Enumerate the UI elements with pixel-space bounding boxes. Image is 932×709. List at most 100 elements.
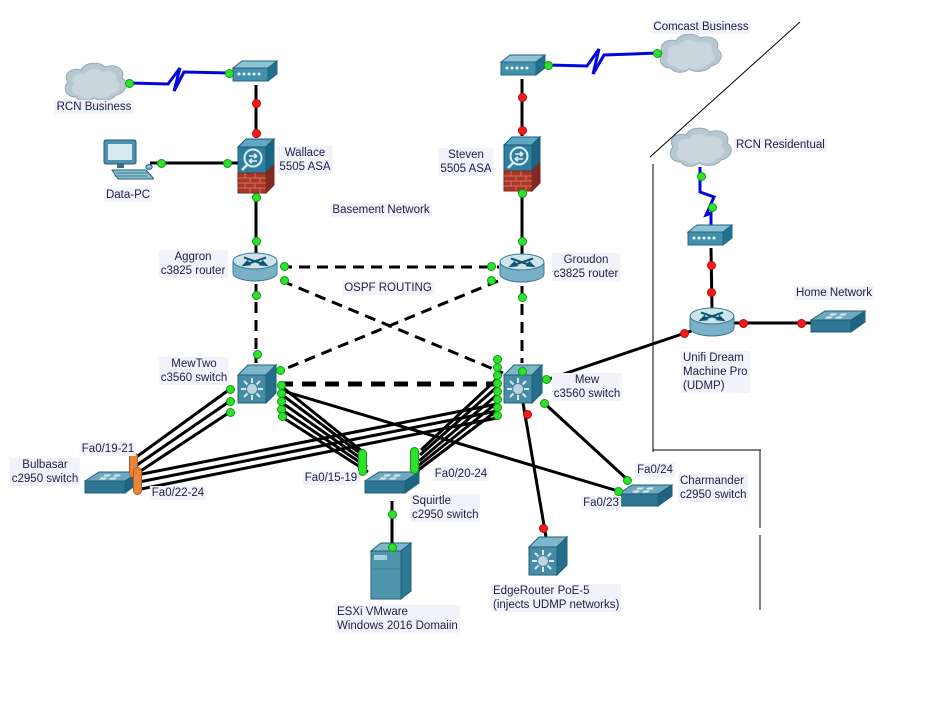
mew-charmander-fa24-cable[interactable] [541, 400, 631, 483]
mewtwo-squirtle-2-cable[interactable] [280, 392, 366, 459]
wallace-asa[interactable] [236, 136, 276, 199]
cable-modem-2[interactable] [498, 53, 547, 84]
aggron-mew-ospf-cable[interactable] [281, 279, 504, 375]
cloud-icon [659, 33, 722, 73]
basement-network-label: Basement Network [330, 203, 432, 217]
mewtwo-squirtle-3-cable[interactable] [280, 400, 367, 464]
udmp-router-label-line: Machine Pro [683, 366, 748, 378]
port-group-status-up [357, 449, 367, 476]
home-network-switch-label-line: Home Network [795, 287, 873, 299]
link-status-light-down [538, 523, 548, 533]
aggron-router-label-line: c3825 router [160, 265, 226, 277]
link-status-light-up [543, 60, 553, 70]
bulbasar-mew-3-cable[interactable] [140, 416, 498, 491]
sw2950-icon [363, 471, 421, 494]
cable-modem-1[interactable] [230, 59, 279, 90]
modem3-udmp-cable[interactable] [709, 247, 714, 310]
mewtwo-squirtle-4-cable[interactable] [281, 408, 368, 469]
mewtwo-switch[interactable] [236, 363, 278, 409]
link-status-light-up [279, 275, 289, 285]
link-status-light-up [517, 292, 527, 302]
rcn-residential-cloud-label-line: RCN Residentual [736, 139, 825, 151]
sw3560-icon [236, 363, 278, 405]
mew-squirtle-5-cable[interactable] [416, 407, 500, 473]
mew-udmp-cable[interactable] [542, 328, 695, 383]
esxi-server-label-line: ESXi VMware [337, 606, 408, 618]
link-status-light-up [275, 365, 285, 375]
cloud-icon [669, 127, 732, 167]
esxi-server[interactable] [369, 541, 413, 605]
link-status-light-up [251, 290, 261, 300]
bulbasar-switch[interactable] [83, 470, 141, 501]
bulbasar-mewtwo-1-cable[interactable] [134, 387, 231, 460]
squirtle-switch[interactable] [363, 470, 421, 501]
link-status-light-up [124, 78, 134, 88]
modem2-comcast-cable[interactable] [547, 48, 659, 75]
steven-asa[interactable] [502, 134, 542, 197]
pc-icon [103, 139, 156, 180]
cloud-icon [64, 62, 127, 102]
udmp-router[interactable] [689, 307, 735, 342]
link-status-light-up [652, 48, 662, 58]
mewtwo-squirtle-5-cable[interactable] [281, 415, 369, 474]
mew-squirtle-2-cable[interactable] [419, 384, 499, 457]
rcn-business-cloud[interactable] [59, 58, 131, 111]
bulbasar-mewtwo-3-cable[interactable] [138, 410, 231, 474]
port-group-status-blocked [132, 467, 142, 495]
home-network-switch-label: Home Network [793, 286, 875, 300]
comcast-business-cloud[interactable] [654, 29, 726, 82]
link-status-light-up [517, 366, 527, 376]
modem-icon [499, 53, 547, 77]
link-status-light-up [492, 410, 502, 420]
udmp-router-label-line: Unifi Dream [683, 352, 744, 364]
wallace-asa-label-line: 5505 ASA [279, 161, 331, 173]
comcast-business-cloud-label: Comcast Business [651, 20, 751, 34]
edgerouter-poe5-label-line: (injects UDMP networks) [493, 599, 620, 611]
bulbasar-mew-2-cable[interactable] [138, 409, 498, 484]
link-status-light-up [486, 261, 496, 271]
link-status-light-up [622, 475, 632, 485]
charmander-switch-label-line: Charmander [680, 475, 744, 487]
router-icon [689, 307, 735, 337]
link-status-light-down [679, 328, 689, 338]
charmander-switch-label-line: c2950 switch [680, 489, 747, 501]
comcast-business-cloud-label-line: Comcast Business [653, 21, 749, 33]
link-status-light-up [517, 236, 527, 246]
edgerouter-poe5-label-line: EdgeRouter PoE-5 [493, 585, 590, 597]
groudon-router-label-line: c3825 router [553, 268, 619, 280]
bulbasar-mewtwo-2-cable[interactable] [136, 399, 231, 467]
groudon-mewtwo-ospf-cable[interactable] [279, 279, 499, 373]
rcnbusiness-modem1-cable[interactable] [128, 67, 231, 92]
link-status-light-down [522, 409, 532, 419]
squirtle-switch-label-line: Squirtle [412, 495, 451, 507]
mew-squirtle-1-cable[interactable] [419, 376, 500, 452]
link-status-light-up [224, 68, 234, 78]
mew-edgerouter-cable[interactable] [521, 402, 548, 538]
link-status-light-up [277, 411, 287, 421]
data-pc[interactable] [102, 139, 156, 188]
aggron-router[interactable] [232, 252, 278, 287]
mew-squirtle-4-cable[interactable] [417, 400, 499, 468]
edgerouter-poe5[interactable] [527, 535, 569, 581]
charmander-switch[interactable] [616, 483, 674, 514]
mew-squirtle-3-cable[interactable] [418, 392, 499, 463]
link-status-light-up [251, 192, 261, 202]
sw2950-icon [616, 484, 674, 507]
groudon-router[interactable] [499, 253, 545, 288]
link-status-light-up [517, 188, 527, 198]
link-status-light-down [251, 128, 261, 138]
cable-modem-3[interactable] [685, 223, 734, 254]
home-network-switch[interactable] [809, 309, 867, 340]
link-status-light-down [251, 98, 261, 108]
charmander-switch-label: Charmander c2950 switch [678, 474, 749, 502]
router-icon [499, 253, 545, 283]
port-label-fa0-22-24: Fa0/22-24 [149, 486, 207, 500]
rcn-residential-cloud[interactable] [664, 123, 736, 176]
mewtwo-squirtle-1-cable[interactable] [280, 384, 364, 454]
asa-icon [236, 137, 276, 195]
